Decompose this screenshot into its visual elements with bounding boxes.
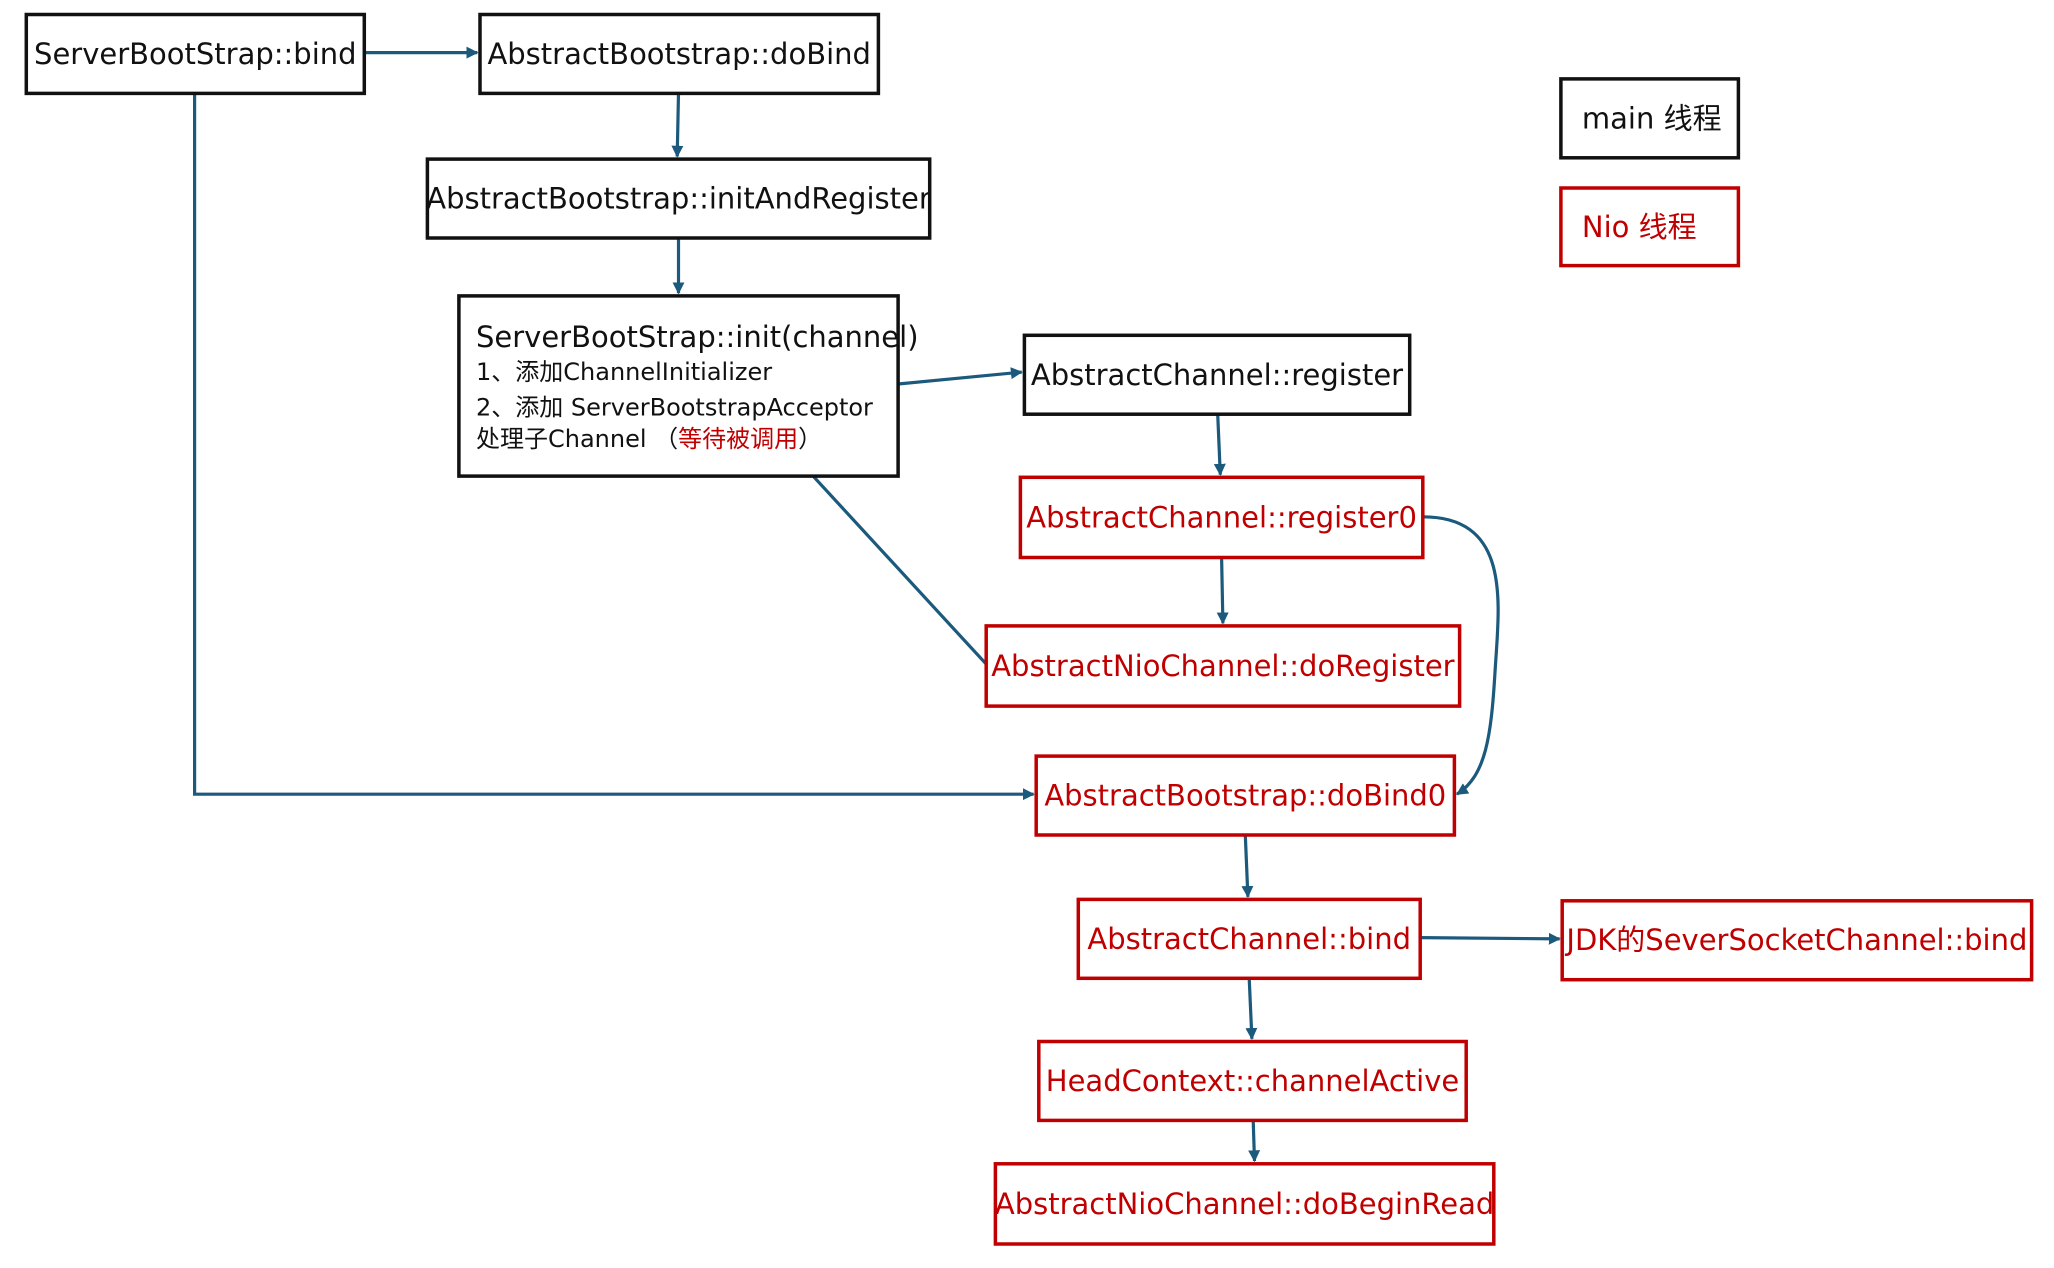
node-serverbootstrap-bind: ServerBootStrap::bind	[24, 12, 367, 96]
node-label: AbstractBootstrap::doBind0	[1044, 779, 1446, 813]
edge-abstractniochannel-doregister-to-serverbootstrap-init	[785, 446, 988, 666]
edge-abstractbootstrap-dobind-to-abstractbootstrap-initandregister	[671, 93, 684, 158]
label-text: AbstractBootstrap::doBind0	[1044, 779, 1446, 813]
node-label: 处理子Channel （等待被调用）	[476, 425, 822, 453]
edge-abstractchannel-bind-to-headcontext-channelactive	[1245, 978, 1258, 1040]
edge-abstractchannel-register0-to-abstractniochannel-doregister	[1216, 557, 1229, 625]
edge-serverbootstrap-init-to-abstractchannel-register	[897, 367, 1023, 386]
label-text: ServerBootStrap::init(channel)	[476, 320, 919, 354]
label-text: AbstractChannel::bind	[1087, 922, 1411, 956]
node-label: ServerBootStrap::bind	[34, 37, 357, 71]
node-abstractniochannel-dobeginread: AbstractNioChannel::doBeginRead	[993, 1162, 1496, 1246]
node-jdk-serversocketchannel-bind: JDK的SeverSocketChannel::bind	[1560, 899, 2034, 982]
node-box	[1018, 475, 1425, 560]
node-box	[1022, 333, 1412, 416]
label-text: JDK的SeverSocketChannel::bind	[1564, 923, 2027, 957]
node-box	[1560, 899, 2034, 982]
node-abstractbootstrap-dobind: AbstractBootstrap::doBind	[478, 12, 881, 96]
node-label: 1、添加ChannelInitializer	[476, 358, 772, 386]
node-label: AbstractBootstrap::initAndRegister	[426, 182, 931, 216]
edge-abstractchannel-register-to-abstractchannel-register0	[1213, 414, 1226, 476]
node-label: AbstractChannel::register	[1031, 358, 1403, 392]
node-abstractchannel-register: AbstractChannel::register	[1022, 333, 1412, 416]
label-text: 处理子Channel （	[476, 425, 678, 453]
node-box	[1559, 186, 1741, 268]
node-label: AbstractNioChannel::doBeginRead	[995, 1187, 1494, 1221]
node-box	[457, 294, 900, 478]
node-box	[1037, 1039, 1468, 1123]
label-text: 1、添加ChannelInitializer	[476, 358, 772, 386]
edges	[193, 46, 1561, 1163]
label-text: ServerBootStrap::bind	[34, 37, 357, 71]
node-abstractniochannel-doregister: AbstractNioChannel::doRegister	[984, 624, 1462, 708]
node-box	[425, 157, 932, 240]
node-label: AbstractBootstrap::doBind	[487, 37, 871, 71]
node-label: main 线程	[1582, 101, 1722, 135]
node-box	[984, 624, 1462, 708]
highlight-text: 等待被调用	[678, 425, 798, 453]
node-legend-nio: Nio 线程	[1559, 186, 1741, 268]
label-text: AbstractBootstrap::doBind	[487, 37, 871, 71]
node-box	[1559, 77, 1741, 160]
tail-text: ）	[798, 425, 822, 453]
label-text: 2、添加 ServerBootstrapAcceptor	[476, 394, 873, 422]
node-box	[478, 12, 881, 96]
node-label: ServerBootStrap::init(channel)	[476, 320, 919, 354]
label-text: AbstractNioChannel::doBeginRead	[995, 1187, 1494, 1221]
node-label: AbstractChannel::register0	[1026, 500, 1417, 534]
node-abstractbootstrap-dobind0: AbstractBootstrap::doBind0	[1034, 754, 1457, 837]
node-label: JDK的SeverSocketChannel::bind	[1564, 923, 2027, 957]
node-legend-main: main 线程	[1559, 77, 1741, 160]
node-label: HeadContext::channelActive	[1046, 1064, 1459, 1098]
edge-serverbootstrap-bind-to-abstractbootstrap-dobind0	[193, 93, 1035, 801]
label-text: AbstractNioChannel::doRegister	[991, 649, 1454, 683]
edge-headcontext-channelactive-to-abstractniochannel-dobeginread	[1248, 1120, 1261, 1163]
node-label: Nio 线程	[1582, 210, 1697, 244]
label-text: main 线程	[1582, 101, 1722, 135]
edge-abstractbootstrap-dobind0-to-abstractchannel-bind	[1241, 834, 1254, 898]
node-serverbootstrap-init: ServerBootStrap::init(channel)1、添加Channe…	[457, 294, 919, 478]
label-text: AbstractBootstrap::initAndRegister	[426, 182, 931, 216]
node-box	[24, 12, 367, 96]
node-headcontext-channelactive: HeadContext::channelActive	[1037, 1039, 1468, 1123]
node-box	[1076, 897, 1422, 981]
node-abstractchannel-register0: AbstractChannel::register0	[1018, 475, 1425, 560]
node-label: AbstractNioChannel::doRegister	[991, 649, 1454, 683]
node-abstractbootstrap-initandregister: AbstractBootstrap::initAndRegister	[425, 157, 932, 240]
label-text: AbstractChannel::register0	[1026, 500, 1417, 534]
node-label: AbstractChannel::bind	[1087, 922, 1411, 956]
node-box	[1034, 754, 1457, 837]
node-box	[993, 1162, 1496, 1246]
edge-abstractchannel-bind-to-jdk-serversocketchannel-bind	[1420, 932, 1561, 945]
label-text: Nio 线程	[1582, 210, 1697, 244]
label-text: HeadContext::channelActive	[1046, 1064, 1459, 1098]
edge-abstractchannel-register0-to-abstractbootstrap-dobind0	[1422, 515, 1500, 796]
label-text: AbstractChannel::register	[1031, 358, 1403, 392]
node-abstractchannel-bind: AbstractChannel::bind	[1076, 897, 1422, 981]
node-label: 2、添加 ServerBootstrapAcceptor	[476, 394, 873, 422]
